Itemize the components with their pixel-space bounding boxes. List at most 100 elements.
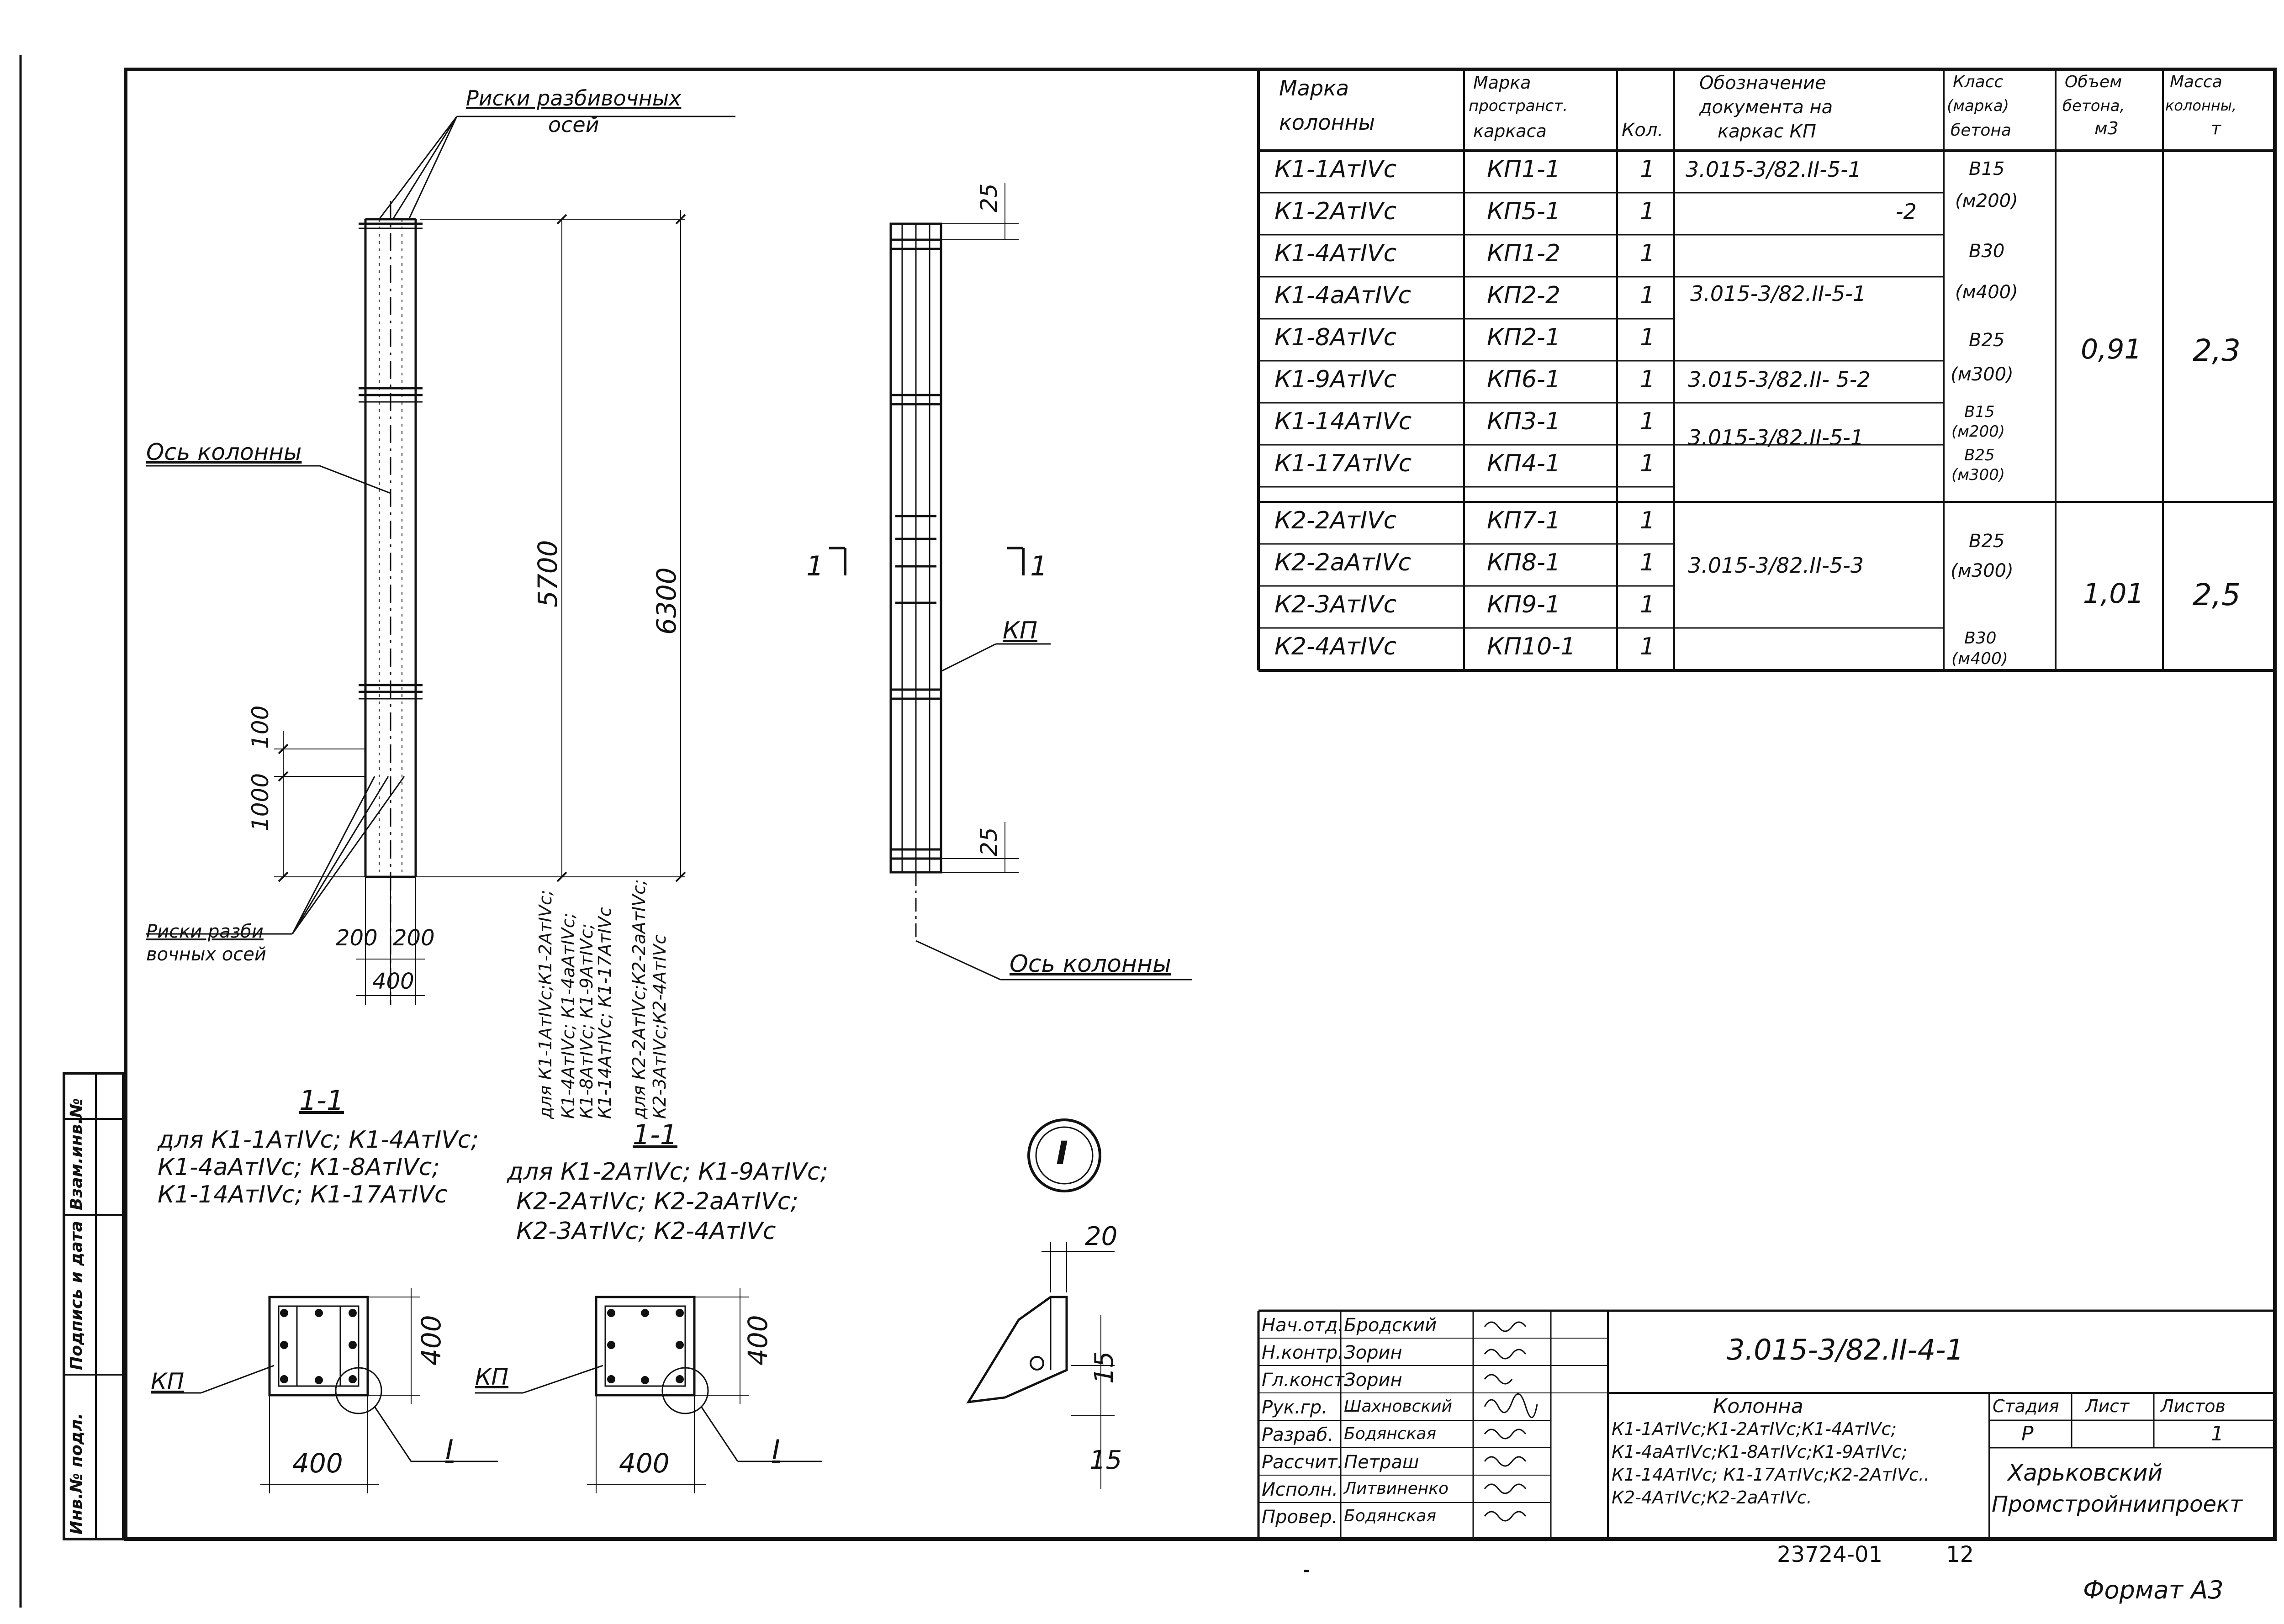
stamp-role-6: Рассчит. xyxy=(1262,1452,1343,1473)
organization-name: Харьковский xyxy=(2008,1460,2163,1486)
spec-header-mass-line2: колонны, xyxy=(2165,97,2237,114)
spec-row-10-qty: 1 xyxy=(1640,549,1655,576)
drawing-title-line-4: К1-14АтIVс; К1-17АтIVс;К2-2АтIVс.. xyxy=(1612,1465,1930,1485)
dim-6300: 6300 xyxy=(651,567,682,635)
archive-number: 23724-01 xyxy=(1777,1542,1883,1567)
detail-mark: I xyxy=(1056,1134,1068,1172)
section-mark-left: 1 xyxy=(806,550,824,582)
spec-volume-2: 1,01 xyxy=(2083,578,2144,610)
column-axis-label-right: Ось колонны xyxy=(1010,950,1172,978)
section-b-dim-w: 400 xyxy=(619,1448,670,1479)
spec-row-7-qty: 1 xyxy=(1640,408,1655,435)
spec-header-col2-line3: каркаса xyxy=(1473,121,1547,141)
section-b-line-1: для К1-2АтIVс; К1-9АтIVс; xyxy=(507,1158,828,1186)
stamp-role-3: Гл.конст. xyxy=(1262,1370,1350,1391)
spec-row-3-cage: КП1-2 xyxy=(1487,240,1560,267)
spec-row-1-column: К1-1АтIVс xyxy=(1274,156,1397,183)
section-b-line-2: К2-2АтIVс; К2-2аАтIVс; xyxy=(516,1188,798,1215)
spec-row-12-qty: 1 xyxy=(1640,633,1655,660)
organization-name-line-2: Промстройниипроект xyxy=(1992,1492,2242,1517)
spec-header-volume-line1: Объем xyxy=(2065,73,2122,91)
section-mark-right: 1 xyxy=(1030,550,1048,582)
spec-header-col2-line1: Марка xyxy=(1473,73,1531,93)
spec-row-10-column: К2-2аАтIVс xyxy=(1274,549,1412,576)
column-axis-label: Ось колонны xyxy=(146,439,302,465)
stamp-name-8: Бодянская xyxy=(1344,1507,1437,1525)
stamp-role-8: Провер. xyxy=(1262,1507,1338,1528)
dim-15-b: 15 xyxy=(1089,1445,1122,1475)
spec-header-doc-line3: каркас КП xyxy=(1718,121,1816,142)
vertical-note-5: для К2-2АтIVс;К2-2аАтIVс; xyxy=(629,879,649,1119)
spec-row-2-cage: КП5-1 xyxy=(1487,198,1560,225)
spec-class-11: В25 xyxy=(1969,531,2005,552)
spec-header-class-line2: (марка) xyxy=(1947,97,2009,115)
spec-row-8-cage: КП4-1 xyxy=(1487,450,1560,477)
dim-5700: 5700 xyxy=(532,540,563,607)
spec-row-9-column: К2-2АтIVс xyxy=(1274,507,1397,534)
spec-row-5-qty: 1 xyxy=(1640,324,1655,351)
dim-200-right: 200 xyxy=(393,925,435,951)
section-a-cage-label: КП xyxy=(151,1368,185,1395)
marks-axes-label: Риски разбивочных xyxy=(466,86,682,111)
spec-doc-6: 3.015-3/82.II-5-3 xyxy=(1688,553,1864,578)
spec-row-1-qty: 1 xyxy=(1640,156,1655,183)
cage-label: КП xyxy=(1003,617,1038,644)
spec-row-4-qty: 1 xyxy=(1640,282,1655,309)
spec-class-10: (м300) xyxy=(1951,466,2005,484)
section-a-line-1: для К1-1АтIVс; К1-4АтIVс; xyxy=(158,1126,479,1154)
spec-row-6-qty: 1 xyxy=(1640,366,1655,393)
spec-header-class-line1: Класс xyxy=(1953,73,2004,91)
stage-header: Стадия xyxy=(1993,1396,2059,1416)
spec-class-14: (м400) xyxy=(1951,649,2008,668)
spec-class-12: (м300) xyxy=(1951,560,2014,581)
spec-row-9-qty: 1 xyxy=(1640,507,1655,534)
drawing-title: Колонна xyxy=(1713,1395,1803,1418)
side-strip-inventory: Инв.№ подл. xyxy=(67,1413,86,1534)
spec-class-2: (м200) xyxy=(1955,190,2018,211)
dim-100: 100 xyxy=(247,705,274,749)
vertical-note-4: К1-14АтIVс; К1-17АтIVс xyxy=(595,907,615,1119)
vertical-note-1: для К1-1АтIVс;К1-2АтIVс; xyxy=(535,890,555,1119)
vertical-note-6: К2-3АтIVс;К2-4АтIVс xyxy=(650,934,670,1119)
section-b-dim-h: 400 xyxy=(742,1315,773,1366)
spec-doc-5: 3.015-3/82.II-5-1 xyxy=(1688,425,1864,450)
stamp-role-5: Разраб. xyxy=(1262,1424,1334,1445)
stage-value: Р xyxy=(2021,1422,2034,1445)
spec-header-col1-line2: колонны xyxy=(1279,110,1375,135)
spec-row-6-column: К1-9АтIVс xyxy=(1274,366,1397,393)
dim-25-top: 25 xyxy=(976,183,1002,212)
section-b-detail-mark: I xyxy=(772,1434,780,1466)
spec-row-3-column: К1-4АтIVс xyxy=(1274,240,1397,267)
dim-25-bottom: 25 xyxy=(976,827,1002,856)
sheets-value: 1 xyxy=(2211,1422,2224,1445)
spec-class-3: В30 xyxy=(1969,241,2005,262)
spec-header-col2-line2: пространст. xyxy=(1469,97,1568,115)
sheet-format: Формат А3 xyxy=(2083,1576,2224,1604)
spec-class-9: В25 xyxy=(1964,446,1995,464)
stamp-name-5: Бодянская xyxy=(1344,1424,1437,1443)
spec-header-col1-line1: Марка xyxy=(1279,76,1349,100)
drawing-title-line-2: К1-1АтIVс;К1-2АтIVс;К1-4АтIVс; xyxy=(1612,1419,1897,1439)
stamp-name-3: Зорин xyxy=(1344,1370,1402,1391)
spec-header-qty: Кол. xyxy=(1622,120,1664,141)
spec-row-11-cage: КП9-1 xyxy=(1487,591,1560,618)
spec-row-2-column: К1-2АтIVс xyxy=(1274,198,1397,225)
spec-mass-2: 2,5 xyxy=(2193,577,2241,612)
marks-axes-label-2: осей xyxy=(548,112,599,137)
spec-class-4: (м400) xyxy=(1955,282,2018,303)
spec-class-8: (м200) xyxy=(1951,422,2005,441)
spec-row-7-cage: КП3-1 xyxy=(1487,408,1560,435)
spec-row-8-column: К1-17АтIVс xyxy=(1274,450,1412,477)
stamp-name-4: Шахновский xyxy=(1344,1397,1452,1416)
spec-row-4-column: К1-4аАтIVс xyxy=(1274,282,1412,309)
spec-row-6-cage: КП6-1 xyxy=(1487,366,1560,393)
spec-row-12-column: К2-4АтIVс xyxy=(1274,633,1397,660)
stamp-role-2: Н.контр. xyxy=(1262,1342,1343,1363)
dim-1000: 1000 xyxy=(247,773,274,831)
spec-row-5-column: К1-8АтIVс xyxy=(1274,324,1397,351)
drawing-title-line-3: К1-4аАтIVс;К1-8АтIVс;К1-9АтIVс; xyxy=(1612,1442,1908,1462)
spec-class-13: В30 xyxy=(1964,629,1997,648)
section-a-detail-mark: I xyxy=(445,1434,454,1466)
sheet-header: Лист xyxy=(2085,1396,2130,1416)
